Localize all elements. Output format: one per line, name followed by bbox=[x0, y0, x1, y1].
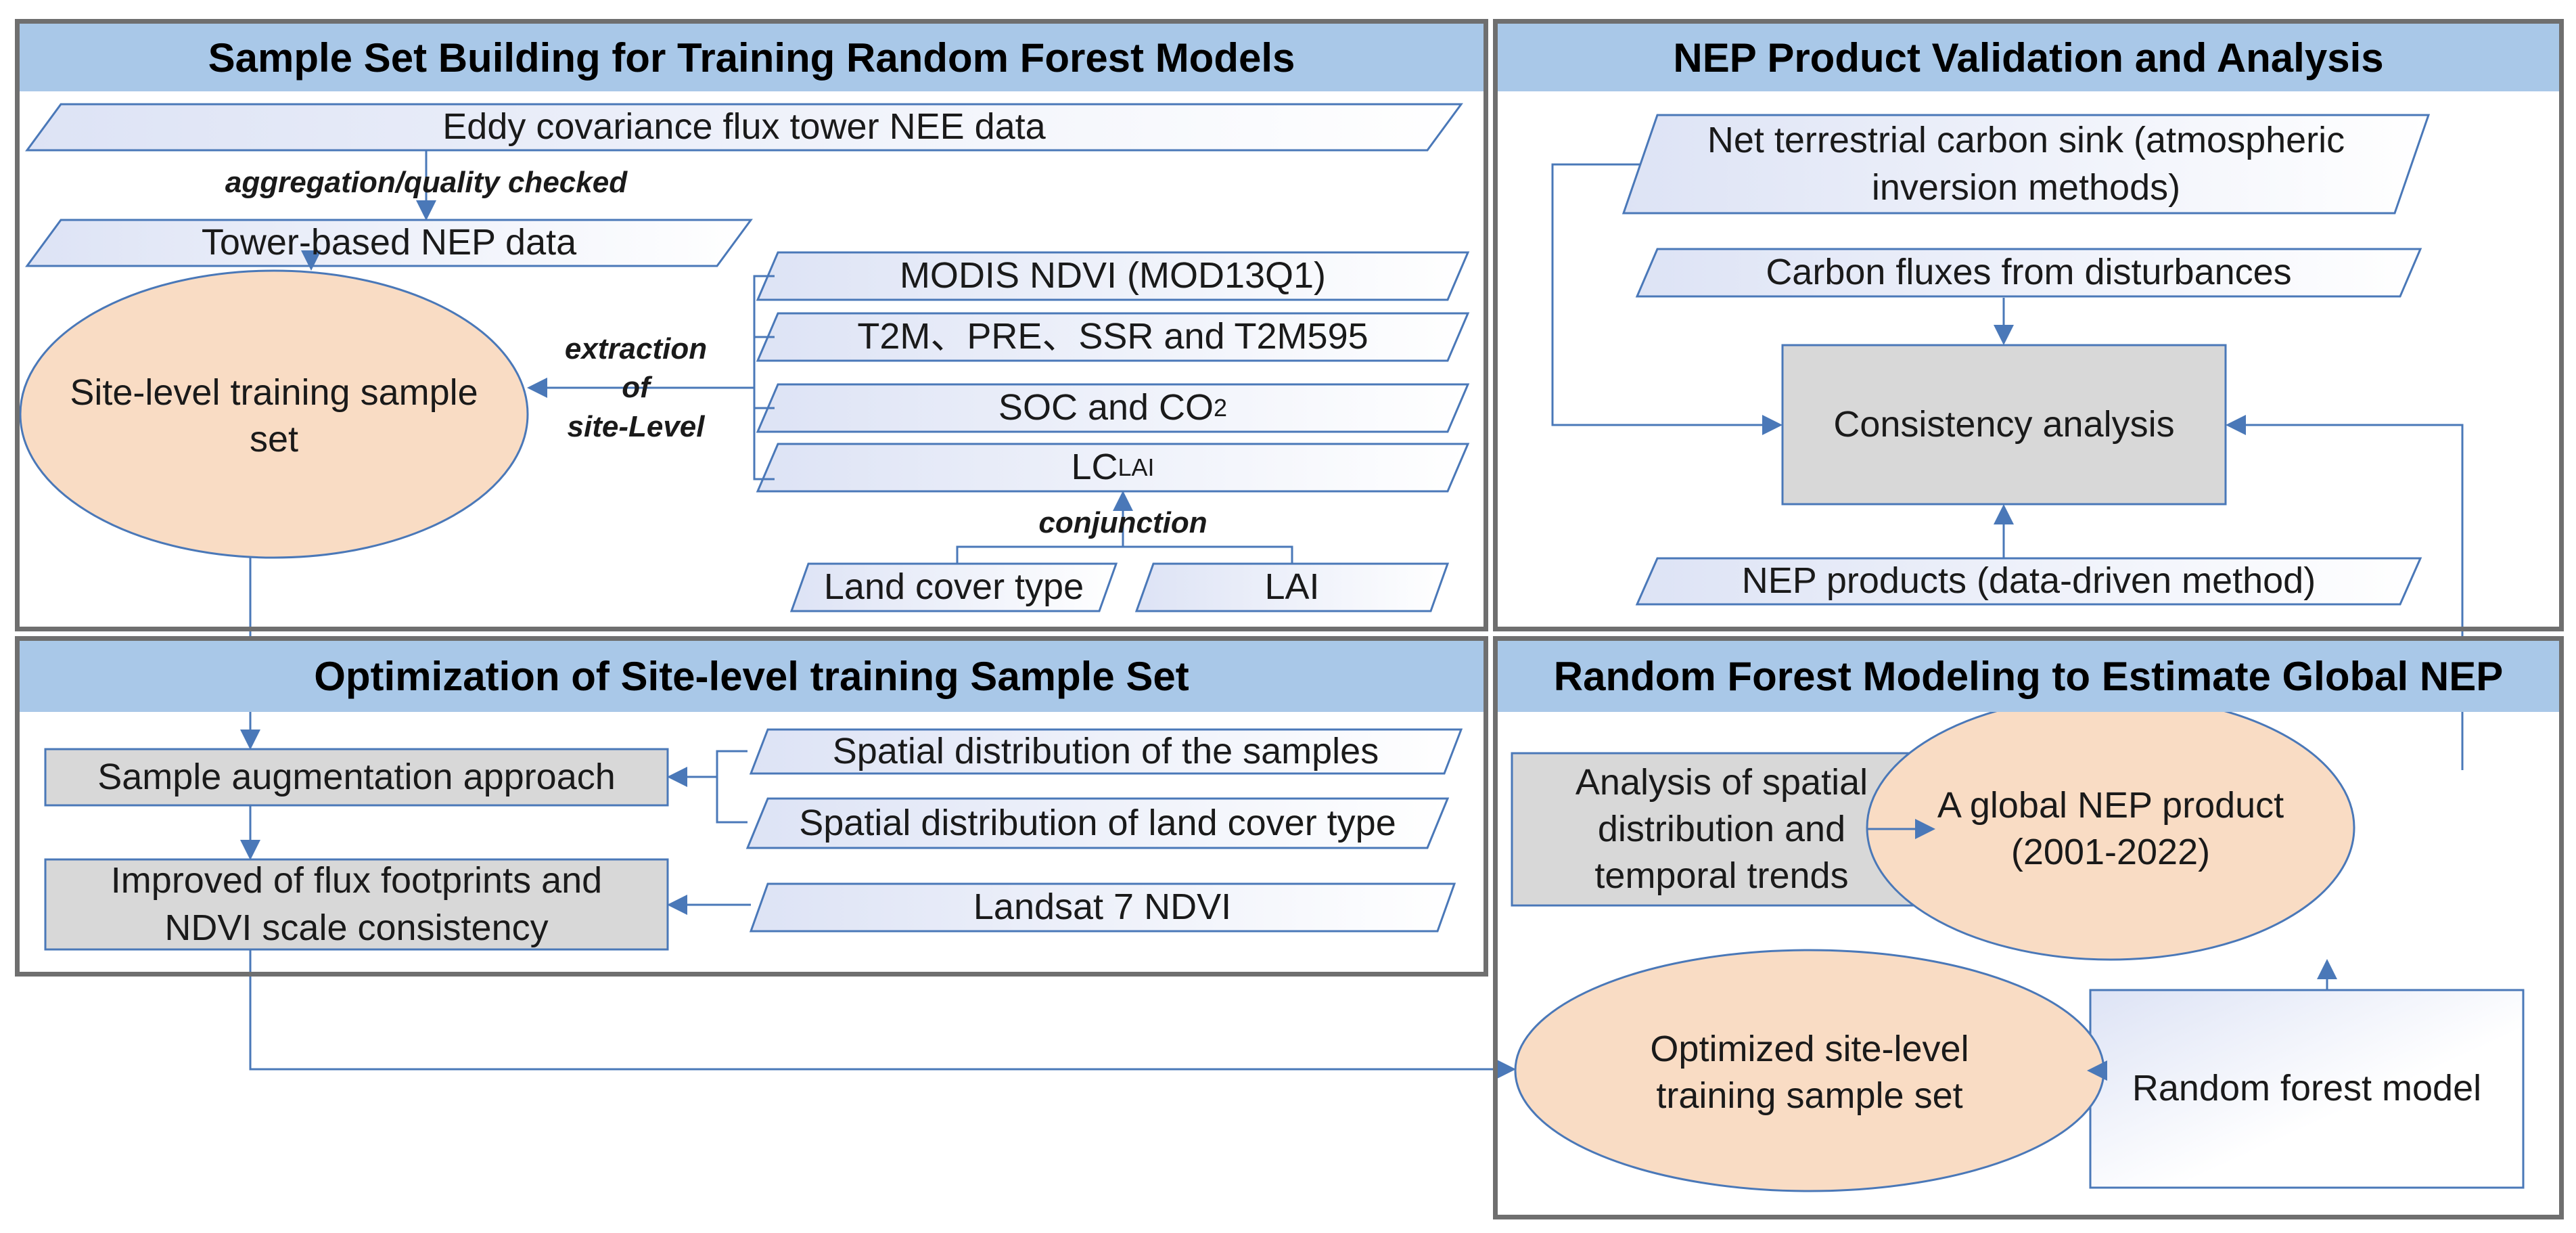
soc-co2-text: SOC and CO bbox=[998, 387, 1214, 428]
tower-nep-label: Tower-based NEP data bbox=[201, 222, 577, 263]
panel-frame-sample-building bbox=[15, 19, 1488, 631]
improved-line-2: NDVI scale consistency bbox=[164, 907, 549, 948]
sample-augmentation-box bbox=[44, 748, 669, 807]
soc-co2-data-box bbox=[756, 383, 1470, 433]
global-nep-line-1: A global NEP product bbox=[1937, 784, 2284, 826]
lc-lai-data-box bbox=[756, 443, 1470, 493]
arrow-net-sink-to-consistency bbox=[1551, 163, 1782, 435]
bracket-spatial-inputs bbox=[716, 750, 748, 824]
lc-text: LC bbox=[1071, 447, 1118, 488]
improved-line-1: Improved of flux footprints and bbox=[110, 860, 603, 901]
optimized-line-1: Optimized site-level bbox=[1650, 1028, 1969, 1069]
site-sample-label: Site-level training sample set bbox=[27, 359, 521, 474]
random-forest-model-box bbox=[2089, 989, 2525, 1189]
net-carbon-sink-line-1: Net terrestrial carbon sink (atmospheric bbox=[1707, 120, 2345, 161]
lc-lai-subscript: LAI bbox=[1118, 453, 1155, 481]
consistency-analysis-label: Consistency analysis bbox=[1833, 403, 2175, 445]
soc-co2-subscript: 2 bbox=[1214, 393, 1228, 422]
net-carbon-sink-label: Net terrestrial carbon sink (atmospheric… bbox=[1637, 115, 2415, 213]
net-carbon-sink-data-box bbox=[1622, 114, 2431, 215]
spatial-landcover-data-box bbox=[745, 797, 1450, 849]
spatial-samples-label: Spatial distribution of the samples bbox=[832, 730, 1379, 771]
random-forest-model-label: Random forest model bbox=[2132, 1068, 2482, 1109]
extraction-line-2: of bbox=[622, 371, 650, 405]
tower-nep-data-box bbox=[25, 219, 753, 267]
extraction-line-3: site-Level bbox=[567, 409, 705, 443]
panel-title-sample-building: Sample Set Building for Training Random … bbox=[20, 24, 1484, 91]
net-carbon-sink-line-2: inversion methods) bbox=[1871, 166, 2181, 208]
analysis-spatial-temporal-box bbox=[1511, 752, 1933, 907]
land-cover-type-label: Land cover type bbox=[823, 566, 1084, 608]
modis-ndvi-data-box bbox=[756, 251, 1470, 301]
lai-data-box bbox=[1134, 562, 1450, 612]
global-nep-line-2: (2001-2022) bbox=[2010, 832, 2211, 872]
eddy-covariance-data-box bbox=[25, 103, 1463, 152]
panel-title-validation: NEP Product Validation and Analysis bbox=[1498, 24, 2559, 91]
extraction-line-1: extraction bbox=[564, 332, 708, 366]
aggregation-label: aggregation/quality checked bbox=[225, 166, 628, 200]
spatial-samples-data-box bbox=[749, 728, 1463, 775]
carbon-fluxes-disturbances-data-box bbox=[1635, 248, 2422, 298]
nep-products-data-box bbox=[1635, 557, 2422, 606]
extraction-label: extraction of site-Level bbox=[534, 323, 737, 452]
analysis-spatial-temporal-label: Analysis of spatial distribution and tem… bbox=[1512, 753, 1931, 905]
nep-products-label: NEP products (data-driven method) bbox=[1741, 560, 2316, 602]
carbon-fluxes-label: Carbon fluxes from disturbances bbox=[1766, 252, 2292, 293]
t2m-label: T2M、PRE、SSR and T2M595 bbox=[857, 316, 1368, 357]
t2m-data-box bbox=[756, 312, 1470, 362]
arrow-improved-to-optimized bbox=[249, 949, 1516, 1079]
analysis-line-3: temporal trends bbox=[1594, 855, 1849, 897]
spatial-landcover-label: Spatial distribution of land cover type bbox=[799, 802, 1396, 843]
panel-frame-optimization bbox=[15, 636, 1488, 977]
analysis-line-2: distribution and bbox=[1597, 808, 1846, 849]
panel-title-optimization: Optimization of Site-level training Samp… bbox=[20, 641, 1484, 712]
site-sample-line-2: set bbox=[249, 419, 299, 459]
bracket-site-variables bbox=[753, 275, 775, 480]
conjunction-label: conjunction bbox=[1038, 506, 1208, 540]
landsat-ndvi-data-box bbox=[749, 882, 1456, 933]
modis-ndvi-label: MODIS NDVI (MOD13Q1) bbox=[899, 255, 1327, 296]
global-nep-product-label: A global NEP product (2001-2022) bbox=[1887, 771, 2334, 887]
analysis-line-1: Analysis of spatial bbox=[1575, 761, 1868, 803]
land-cover-type-data-box bbox=[789, 562, 1118, 612]
panel-frame-modeling bbox=[1493, 636, 2564, 1219]
lai-label: LAI bbox=[1264, 566, 1320, 608]
conjunction-connector bbox=[956, 545, 1293, 564]
panel-title-modeling: Random Forest Modeling to Estimate Globa… bbox=[1498, 641, 2559, 712]
optimized-sample-label: Optimized site-level training sample set bbox=[1542, 1015, 2077, 1130]
panel-frame-validation bbox=[1493, 19, 2564, 631]
optimized-line-2: training sample set bbox=[1656, 1075, 1963, 1116]
improved-footprints-label: Improved of flux footprints and NDVI sca… bbox=[45, 859, 668, 949]
sample-augmentation-label: Sample augmentation approach bbox=[97, 756, 616, 797]
landsat-ndvi-label: Landsat 7 NDVI bbox=[973, 887, 1232, 928]
consistency-analysis-box bbox=[1781, 344, 2227, 506]
site-sample-line-1: Site-level training sample bbox=[70, 372, 478, 413]
eddy-covariance-label: Eddy covariance flux tower NEE data bbox=[442, 106, 1046, 148]
site-level-sample-ellipse bbox=[19, 269, 529, 559]
